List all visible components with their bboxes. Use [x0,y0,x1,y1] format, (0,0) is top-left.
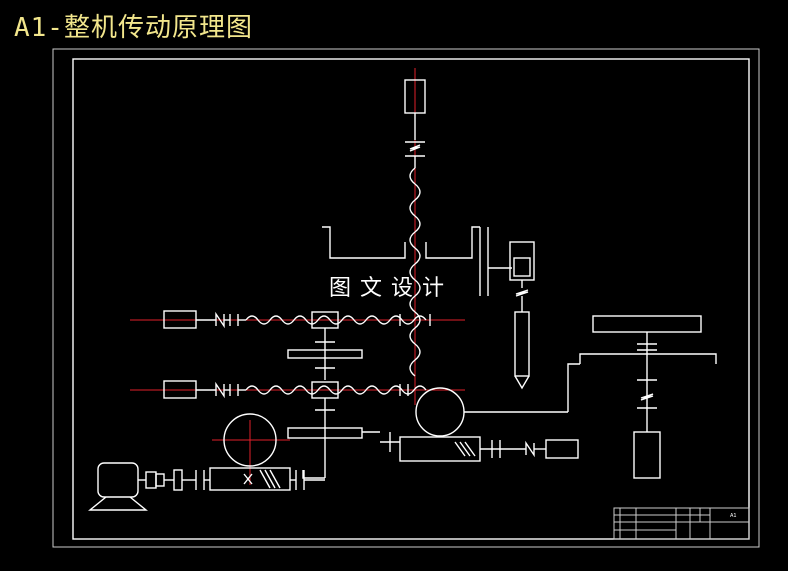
motor-drive [88,413,325,511]
worm-gear-drive [380,363,580,462]
upper-screw-assembly [163,310,431,329]
lower-screw-assembly [163,380,427,399]
vertical-screw-assembly [322,79,535,390]
drawing-caption: A1-整机传动原理图 [14,13,253,43]
watermark-text: 图文设计 [329,276,453,301]
outer-frame [52,48,760,548]
gear-stack [287,328,380,479]
title-block-sheet: A1 [730,513,737,519]
title-block: A1 [613,507,750,540]
table-assembly [579,315,717,479]
inner-frame [72,58,750,540]
